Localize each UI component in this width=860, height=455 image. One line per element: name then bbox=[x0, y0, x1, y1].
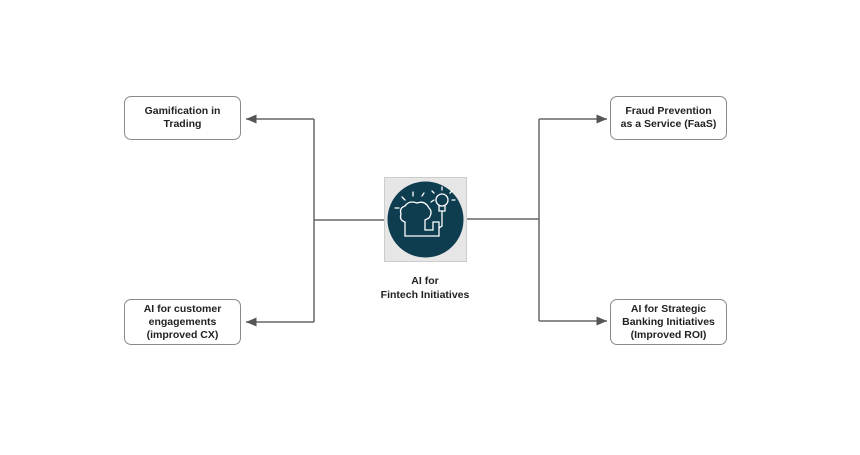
node-strategic-banking: AI for Strategic Banking Initiatives (Im… bbox=[610, 299, 727, 345]
node-gamification: Gamification in Trading bbox=[124, 96, 241, 140]
center-icon-tile bbox=[384, 177, 467, 262]
ai-brain-lightbulb-icon bbox=[387, 181, 464, 258]
connector-right bbox=[467, 119, 540, 321]
node-fraud-prevention: Fraud Prevention as a Service (FaaS) bbox=[610, 96, 727, 140]
center-label: AI for Fintech Initiatives bbox=[380, 275, 470, 301]
connector-left bbox=[313, 119, 384, 322]
node-customer-engagements: AI for customer engagements (improved CX… bbox=[124, 299, 241, 345]
